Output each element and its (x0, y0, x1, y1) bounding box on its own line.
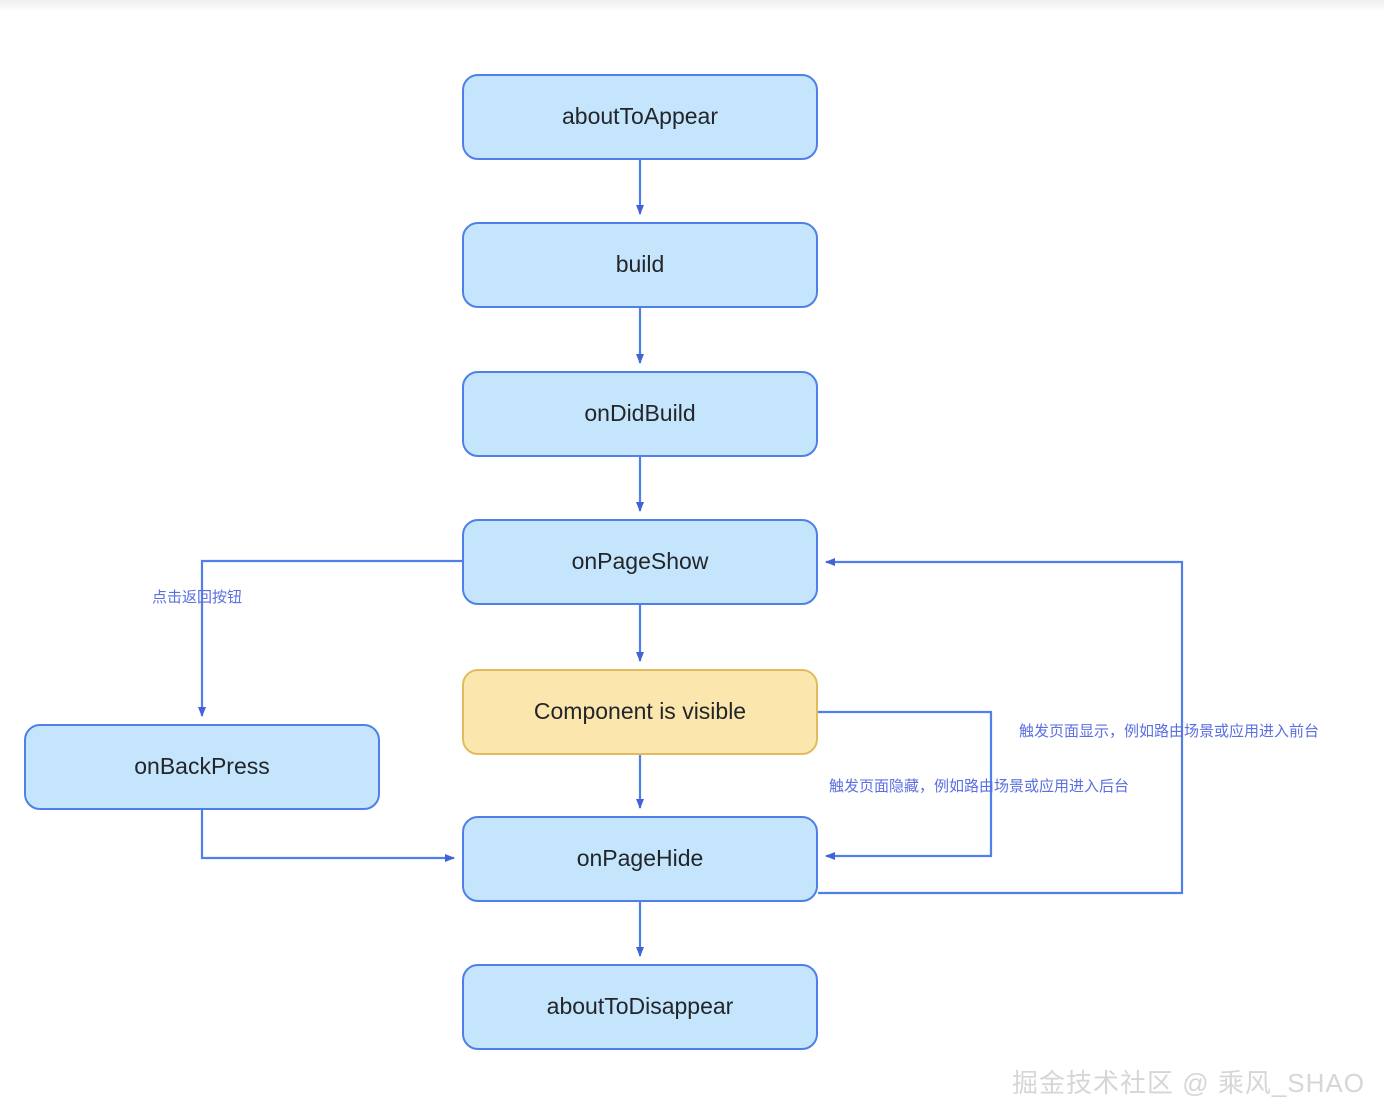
node-label: aboutToAppear (561, 103, 718, 130)
node-label: Component is visible (533, 698, 747, 725)
edge-label-back-press: 点击返回按钮 (152, 589, 243, 606)
edge-label-page-show: 触发页面显示，例如路由场景或应用进入前台 (1019, 723, 1320, 740)
node-label: aboutToDisappear (546, 993, 734, 1020)
watermark: 掘金技术社区 @ 乘风_SHAO (1012, 1068, 1365, 1098)
node-onBackPress[interactable]: onBackPress (24, 724, 380, 810)
top-edge-band (0, 0, 1384, 11)
node-label: onPageShow (571, 548, 709, 575)
edge-onPageHide-onPageShow-labeled (818, 558, 1184, 895)
node-aboutToAppear[interactable]: aboutToAppear (462, 74, 818, 160)
node-aboutToDisappear[interactable]: aboutToDisappear (462, 964, 818, 1050)
node-label: onPageHide (576, 845, 704, 872)
edge-componentVisible-onPageHide-labeled (818, 710, 993, 860)
edge-onBackPress-onPageHide (200, 810, 455, 862)
node-label: onDidBuild (584, 400, 696, 427)
node-label: onBackPress (134, 753, 270, 780)
node-onDidBuild[interactable]: onDidBuild (462, 371, 818, 457)
node-label: build (615, 251, 665, 278)
edge-label-page-hide: 触发页面隐藏，例如路由场景或应用进入后台 (829, 778, 1130, 795)
node-onPageShow[interactable]: onPageShow (462, 519, 818, 605)
node-build[interactable]: build (462, 222, 818, 308)
edge-onPageShow-onBackPress (198, 559, 462, 717)
node-onPageHide[interactable]: onPageHide (462, 816, 818, 902)
node-component-is-visible[interactable]: Component is visible (462, 669, 818, 755)
